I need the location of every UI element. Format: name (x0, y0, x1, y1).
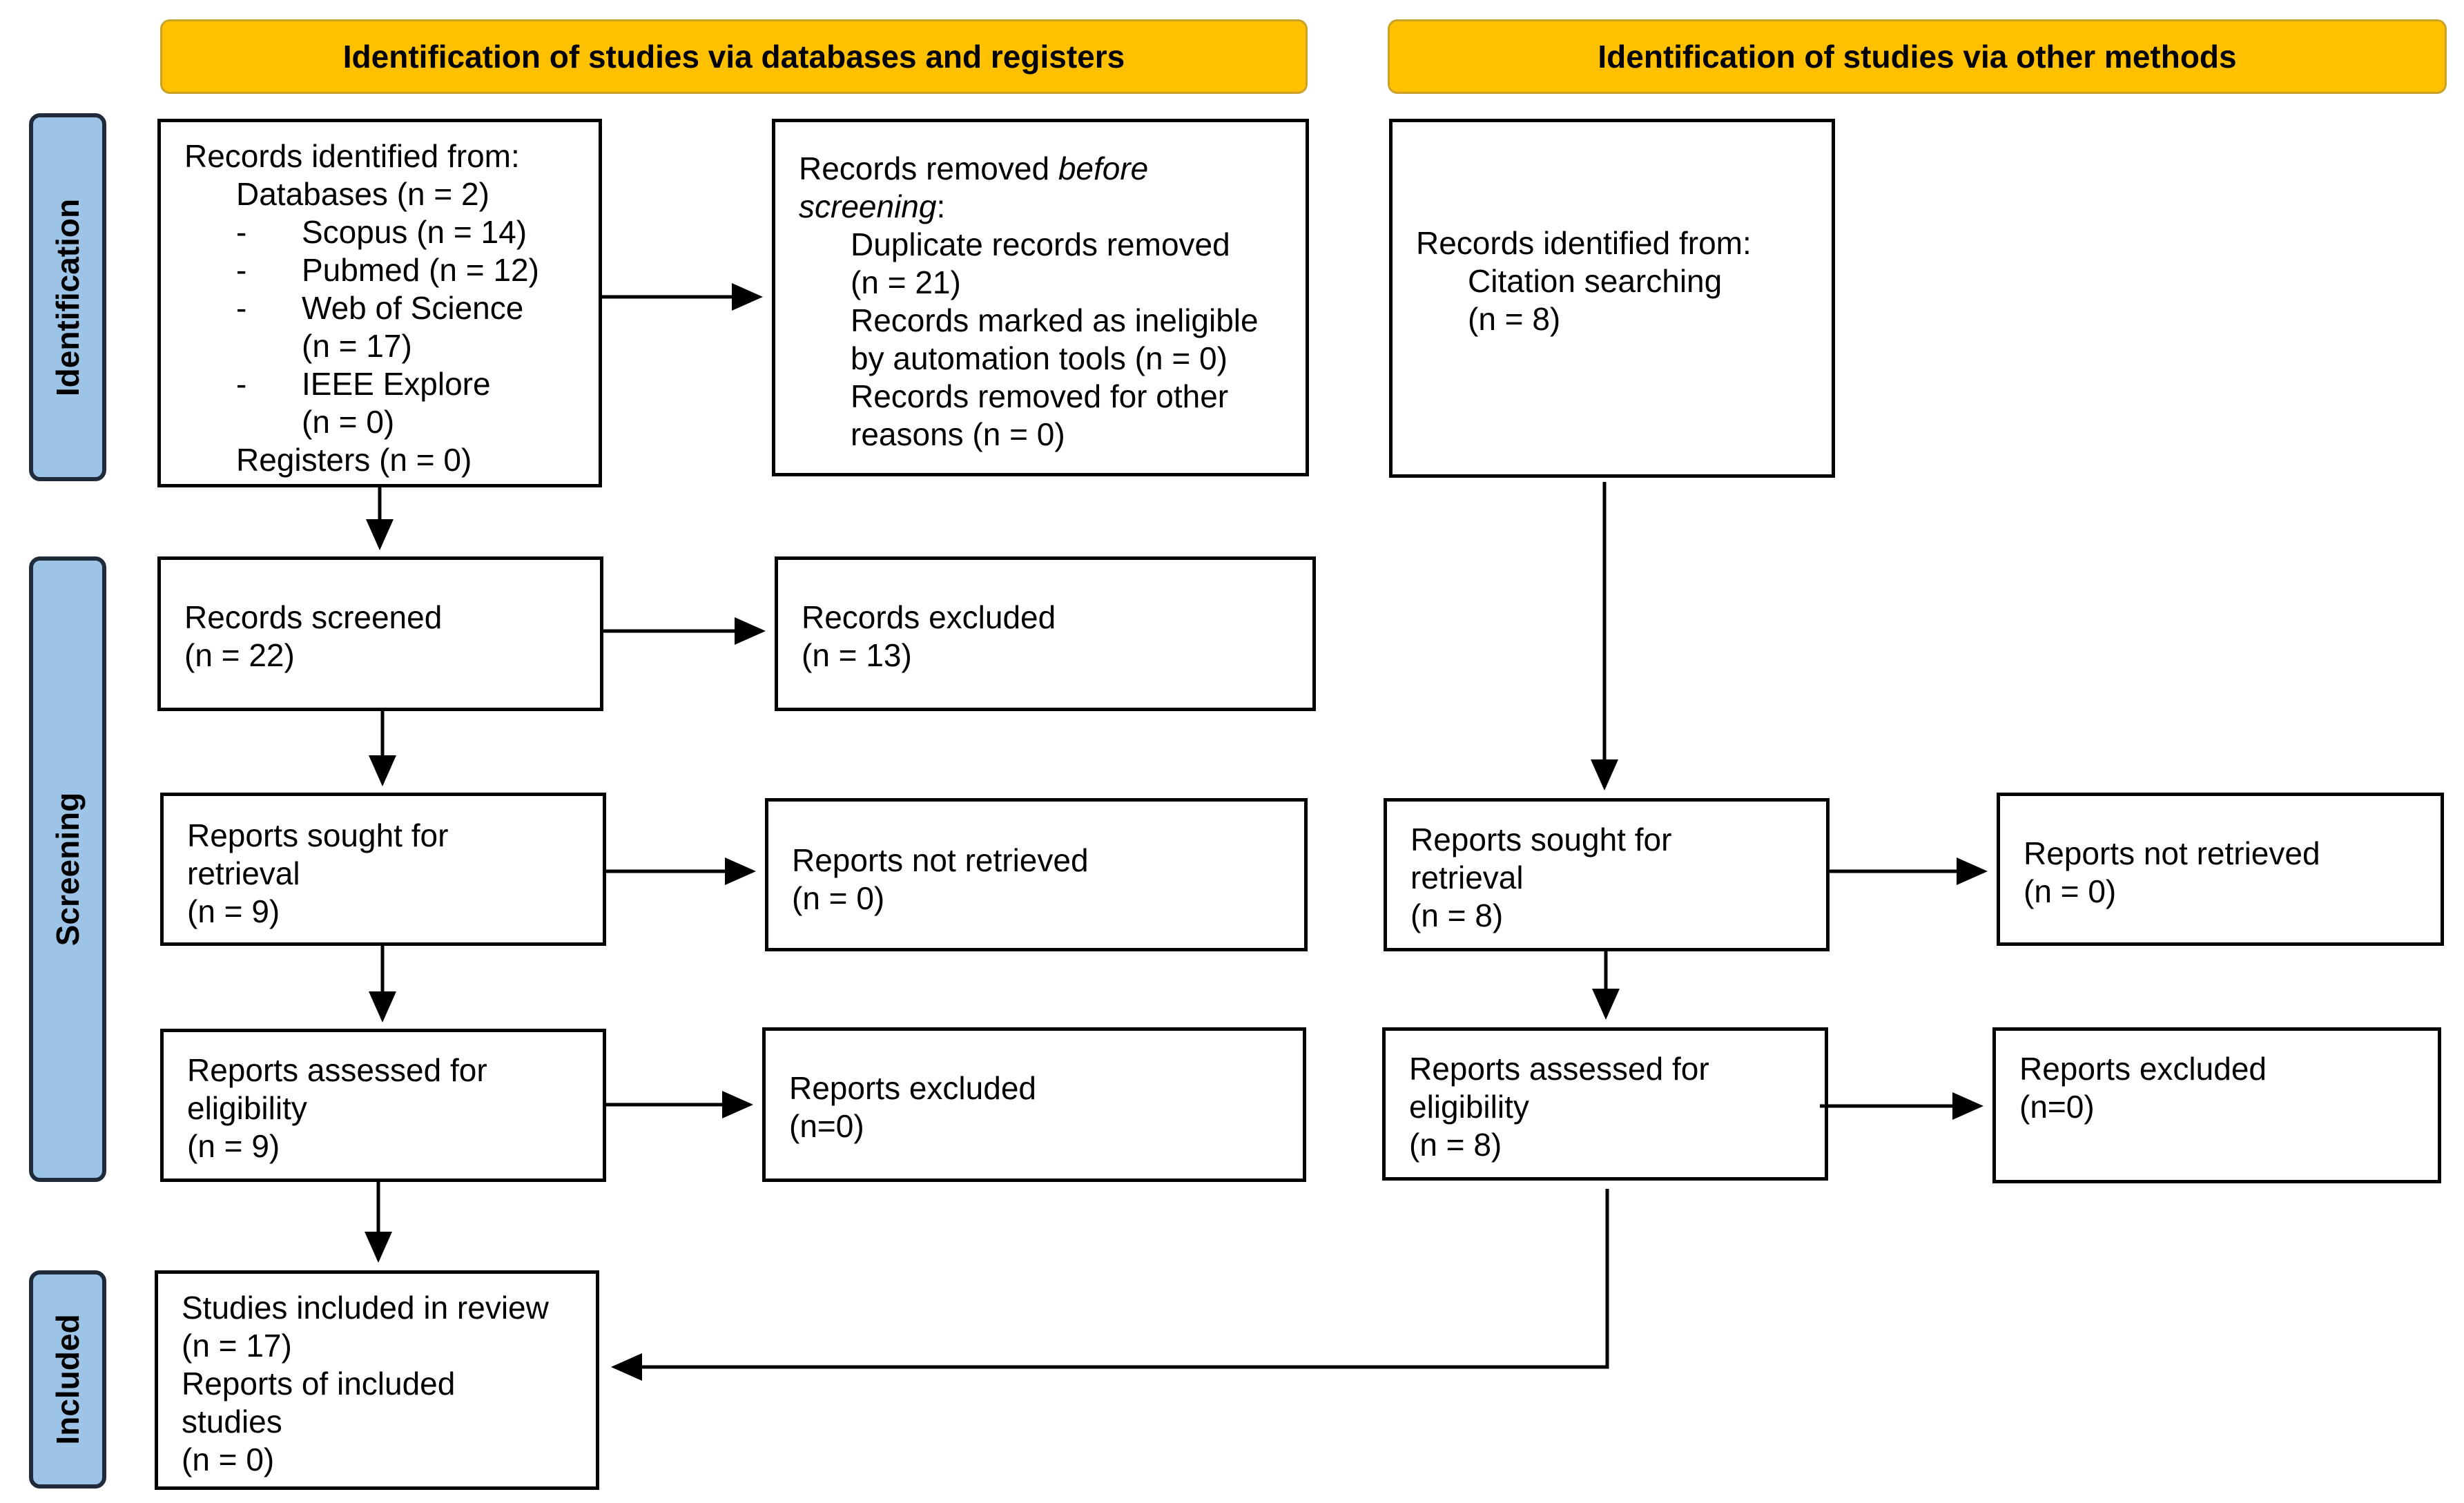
db-records-removed-box: Records removed before screening: Duplic… (772, 119, 1309, 476)
bullet-dash: - (236, 252, 247, 288)
header-databases-registers: Identification of studies via databases … (160, 19, 1308, 94)
assessed-label-1: Reports assessed for (187, 1052, 487, 1088)
source-count: (n = 0) (302, 404, 395, 440)
other-reports-sought-box: Reports sought for retrieval (n = 8) (1384, 798, 1830, 951)
db-removed-title-2: screening: (799, 188, 1282, 226)
source-name: Scopus (n = 14) (302, 214, 527, 250)
other-sought-label-2: retrieval (1410, 860, 1524, 895)
removed-title-prefix: Records removed (799, 151, 1058, 186)
other-reports-assessed-box: Reports assessed for eligibility (n = 8) (1382, 1027, 1828, 1181)
arrow-other-assessed-to-included (611, 1189, 1609, 1381)
removed-title-suffix: : (936, 188, 946, 224)
removed-title-em2: screening (799, 188, 937, 224)
removed-line: Duplicate records removed (851, 226, 1230, 262)
header-other-methods-label: Identification of studies via other meth… (1598, 39, 2237, 75)
other-reports-excluded-label: Reports excluded (2019, 1051, 2267, 1087)
db-records-screened-box: Records screened (n = 22) (157, 556, 603, 711)
reports-excluded-count: (n=0) (789, 1108, 864, 1144)
phase-screening: Screening (29, 556, 106, 1182)
source-name: Pubmed (n = 12) (302, 252, 539, 288)
db-reports-sought-box: Reports sought for retrieval (n = 9) (160, 793, 606, 946)
db-source-pubmed: - Pubmed (n = 12) (184, 251, 575, 289)
included-line-4: studies (182, 1404, 282, 1439)
removed-line: Records marked as ineligible (851, 302, 1259, 338)
other-reports-excluded-count: (n=0) (2019, 1089, 2095, 1125)
header-databases-registers-label: Identification of studies via databases … (342, 39, 1125, 75)
other-not-retrieved-label: Reports not retrieved (2024, 835, 2320, 871)
assessed-count: (n = 9) (187, 1128, 280, 1164)
removed-line: reasons (n = 0) (851, 416, 1065, 452)
sought-label-2: retrieval (187, 855, 300, 891)
excluded-label: Records excluded (802, 599, 1056, 635)
other-identified-count: (n = 8) (1468, 301, 1561, 337)
removed-title-em: before (1058, 151, 1149, 186)
other-records-identified-box: Records identified from: Citation search… (1389, 119, 1835, 478)
screened-count: (n = 22) (184, 637, 295, 673)
source-count: (n = 17) (302, 328, 412, 364)
sought-count: (n = 9) (187, 893, 280, 929)
other-assessed-count: (n = 8) (1409, 1127, 1502, 1163)
db-source-web-of-science: - Web of Science (n = 17) (184, 289, 575, 365)
db-source-ieee-explore: - IEEE Explore (n = 0) (184, 365, 575, 441)
source-name: IEEE Explore (302, 366, 491, 402)
other-reports-not-retrieved-box: Reports not retrieved (n = 0) (1997, 793, 2444, 946)
not-retrieved-count: (n = 0) (792, 880, 885, 916)
screened-label: Records screened (184, 599, 443, 635)
removed-line: (n = 21) (851, 264, 961, 300)
phase-identification: Identification (29, 113, 106, 481)
db-removed-title: Records removed before (799, 150, 1282, 188)
bullet-dash: - (236, 366, 247, 402)
not-retrieved-label: Reports not retrieved (792, 842, 1089, 878)
db-source-scopus: - Scopus (n = 14) (184, 213, 575, 251)
included-line-2: (n = 17) (182, 1328, 292, 1364)
other-sought-count: (n = 8) (1410, 898, 1504, 933)
bullet-dash: - (236, 214, 247, 250)
db-identified-registers: Registers (n = 0) (236, 442, 472, 478)
removed-line: by automation tools (n = 0) (851, 340, 1228, 376)
included-line-5: (n = 0) (182, 1442, 275, 1477)
assessed-label-2: eligibility (187, 1090, 307, 1126)
other-sought-label-1: Reports sought for (1410, 822, 1672, 857)
source-name: Web of Science (302, 290, 524, 326)
bullet-dash: - (236, 290, 247, 326)
other-reports-excluded-box: Reports excluded (n=0) (1992, 1027, 2441, 1183)
db-reports-not-retrieved-box: Reports not retrieved (n = 0) (765, 798, 1308, 951)
other-assessed-label-2: eligibility (1409, 1089, 1529, 1125)
other-assessed-label-1: Reports assessed for (1409, 1051, 1709, 1087)
reports-excluded-label: Reports excluded (789, 1070, 1036, 1106)
included-line-3: Reports of included (182, 1366, 456, 1402)
other-not-retrieved-count: (n = 0) (2024, 873, 2117, 909)
db-identified-title: Records identified from: (184, 138, 520, 174)
removed-line: Records removed for other (851, 378, 1229, 414)
other-identified-source: Citation searching (1468, 263, 1723, 299)
studies-included-box: Studies included in review (n = 17) Repo… (155, 1270, 599, 1490)
excluded-count: (n = 13) (802, 637, 912, 673)
header-other-methods: Identification of studies via other meth… (1388, 19, 2447, 94)
db-reports-excluded-box: Reports excluded (n=0) (762, 1027, 1306, 1182)
db-records-identified-box: Records identified from: Databases (n = … (157, 119, 602, 487)
phase-included: Included (29, 1270, 106, 1489)
other-identified-title: Records identified from: (1416, 225, 1752, 261)
db-reports-assessed-box: Reports assessed for eligibility (n = 9) (160, 1029, 606, 1182)
db-identified-databases: Databases (n = 2) (236, 176, 489, 212)
included-line-1: Studies included in review (182, 1290, 549, 1326)
db-records-excluded-box: Records excluded (n = 13) (775, 556, 1316, 711)
sought-label-1: Reports sought for (187, 817, 449, 853)
